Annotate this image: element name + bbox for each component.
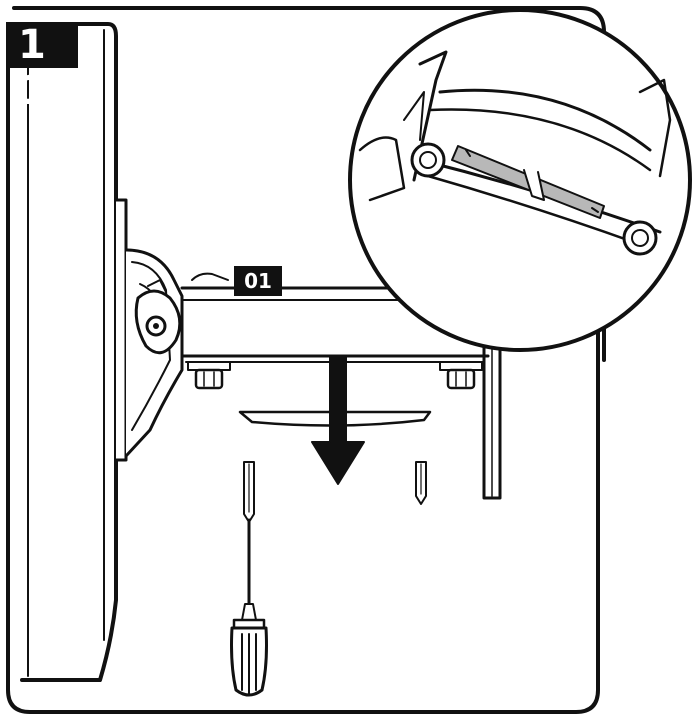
detail-nut-left-icon xyxy=(410,142,446,178)
screwdriver-icon xyxy=(230,518,268,697)
part-callout-label: 01 xyxy=(234,266,282,296)
screw-right-icon xyxy=(415,461,427,505)
hex-nut-right-icon xyxy=(439,361,483,390)
tilt-knob-icon xyxy=(134,279,182,355)
step-number-badge: 1 1 xyxy=(6,22,78,114)
arrow-down-icon xyxy=(311,355,365,485)
detail-nut-right-icon xyxy=(622,220,658,256)
monitor-panel xyxy=(20,22,118,682)
screw-left-icon xyxy=(243,461,255,523)
detail-magnifier xyxy=(348,8,692,352)
hex-nut-left-icon xyxy=(187,361,231,390)
